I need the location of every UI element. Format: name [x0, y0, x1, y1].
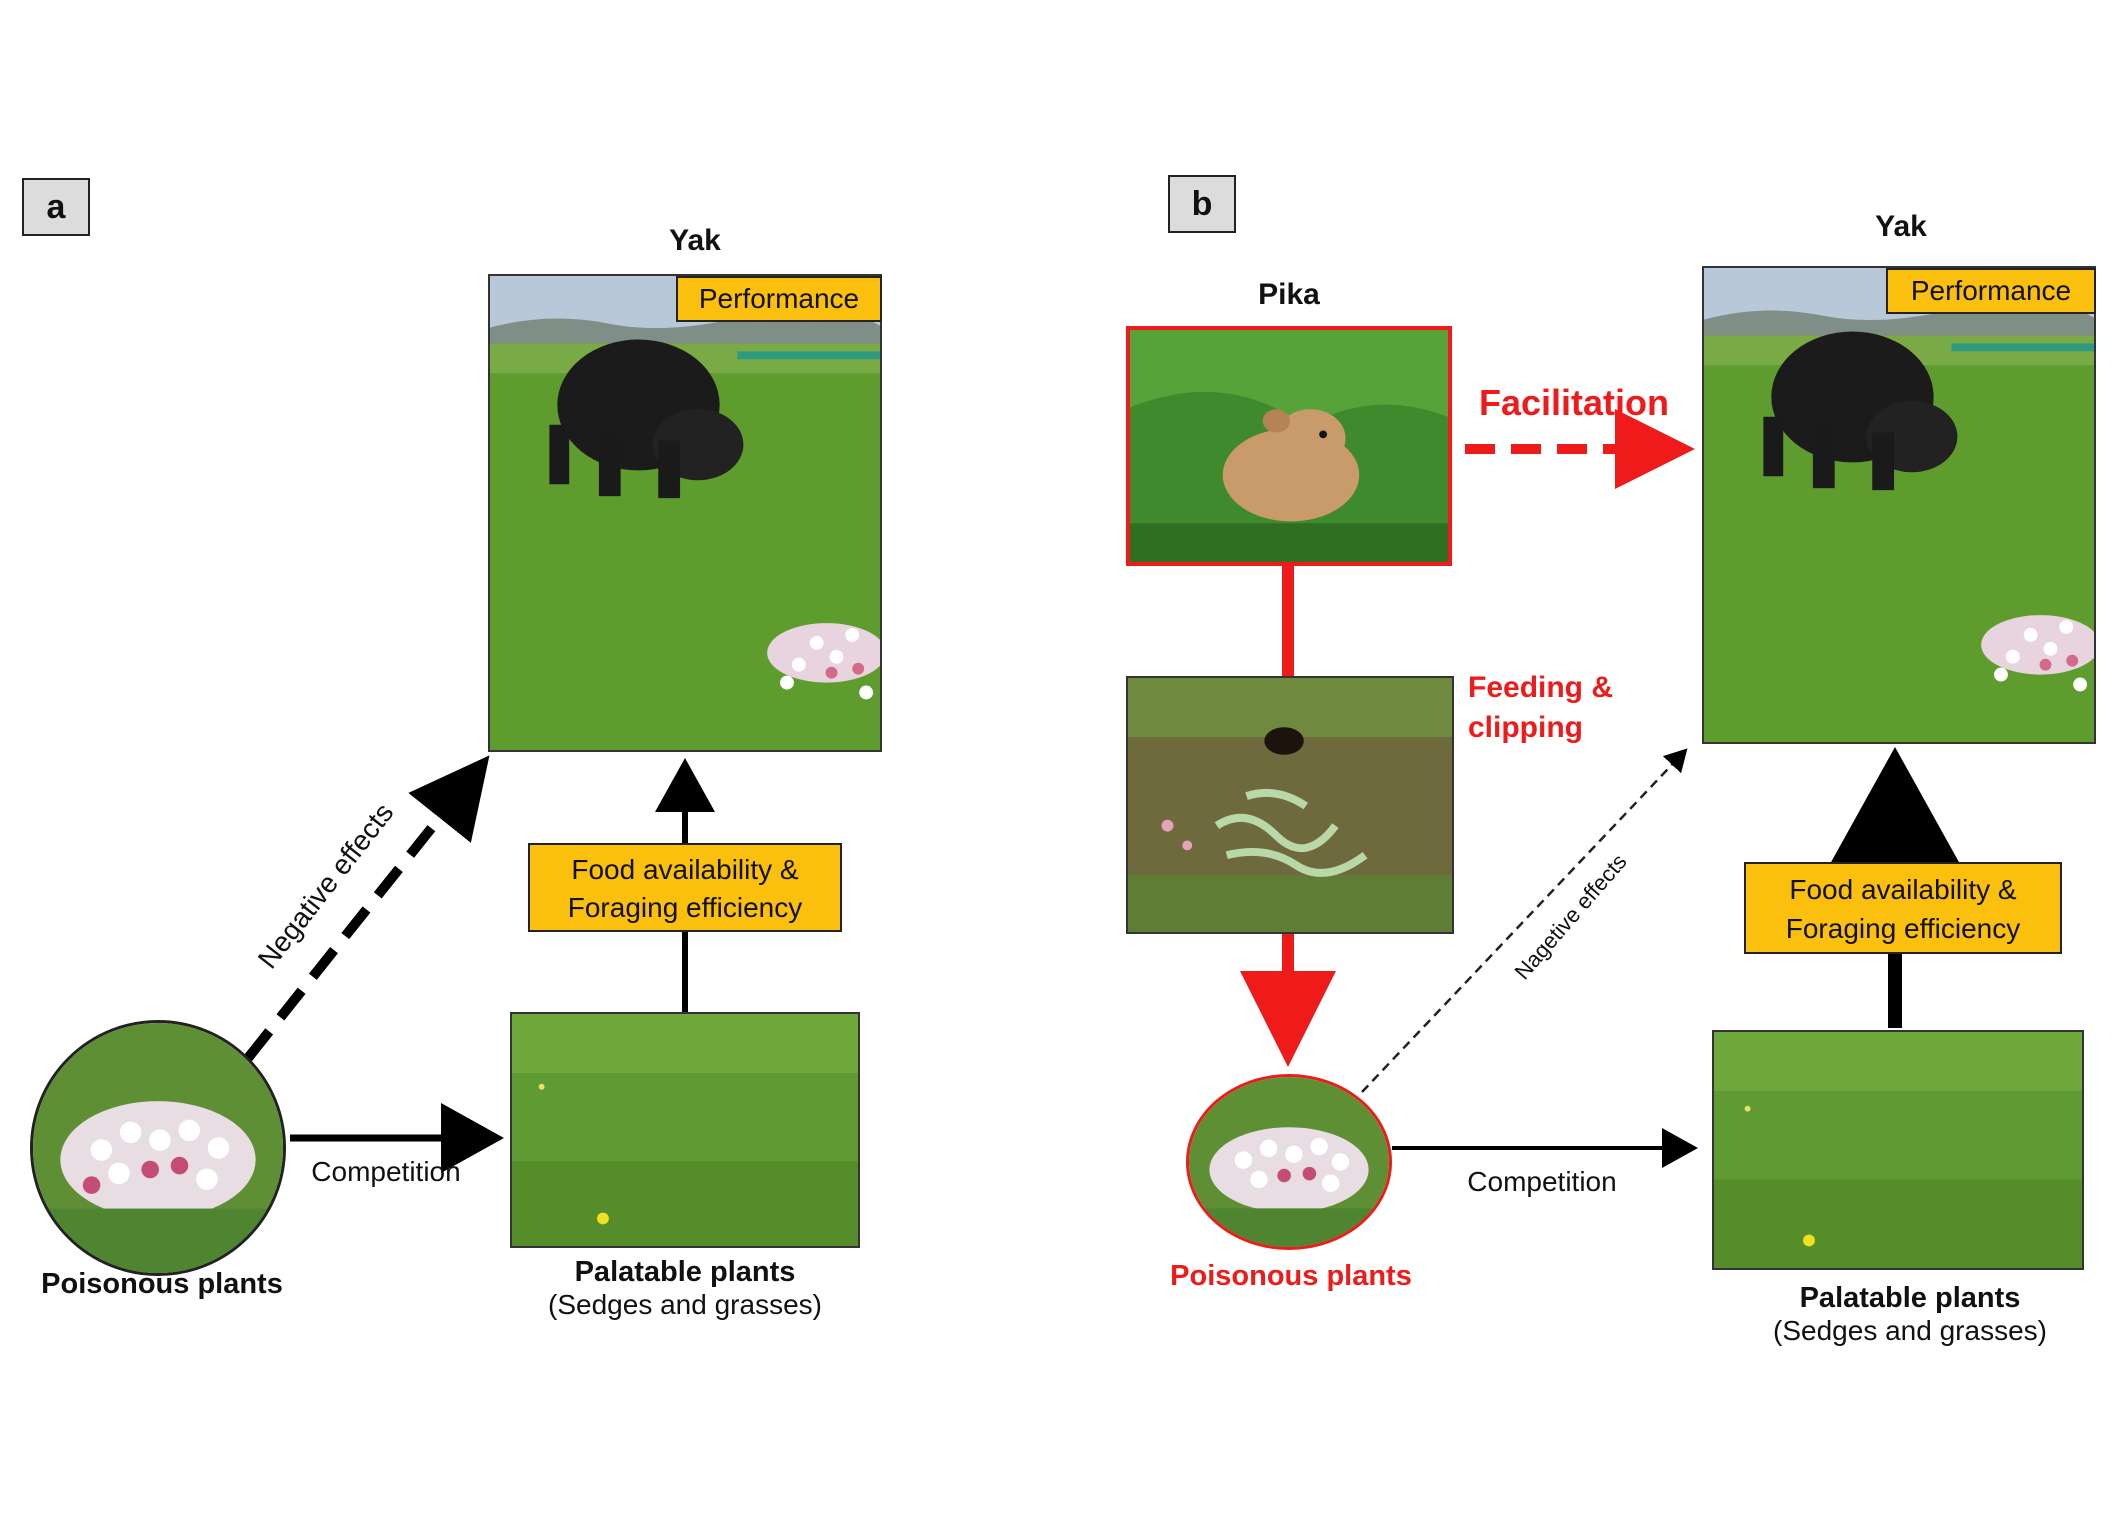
palatable-plants-sub-a: (Sedges and grasses): [548, 1289, 822, 1320]
pika-title-b: Pika: [1258, 278, 1320, 311]
competition-label-b: Competition: [1467, 1166, 1617, 1197]
palatable-plants-photo-a: [510, 1012, 860, 1248]
feeding-clipping-line1-b: Feeding &: [1468, 671, 1614, 704]
food-availability-line2-b: Foraging efficiency: [1785, 913, 2021, 944]
panel-label-a: a: [22, 178, 90, 236]
arrow-negative-effects-b: [1361, 748, 1688, 1093]
competition-label-a: Competition: [311, 1156, 461, 1187]
feeding-clipping-label-b: Feeding & clipping: [1468, 668, 1668, 748]
palatable-plants-photo-b: [1712, 1030, 2084, 1270]
food-availability-line2-a: Foraging efficiency: [567, 892, 803, 923]
poisonous-plants-label-a: Poisonous plants: [41, 1268, 283, 1300]
facilitation-label-b: Facilitation: [1478, 382, 1670, 423]
panel-label-b: b: [1168, 175, 1236, 233]
food-availability-box-b: Food availability & Foraging efficiency: [1744, 862, 2062, 954]
yak-title-a: Yak: [669, 224, 721, 257]
palatable-plants-label-a: Palatable plants: [574, 1256, 796, 1288]
pika-photo-b: [1126, 326, 1452, 566]
palatable-plants-sub-b: (Sedges and grasses): [1773, 1315, 2047, 1346]
performance-label-a: Performance: [676, 276, 882, 322]
poisonous-plants-photo-a: [30, 1020, 286, 1276]
arrow-negative-effects-a: [244, 755, 490, 1062]
performance-label-b: Performance: [1886, 268, 2096, 314]
yak-title-b: Yak: [1875, 210, 1927, 243]
yak-photo-a: [488, 274, 882, 752]
food-availability-line1-a: Food availability &: [571, 854, 799, 885]
food-availability-line1-b: Food availability &: [1789, 874, 2017, 905]
feeding-clipping-photo-b: [1126, 676, 1454, 934]
poisonous-plants-photo-b: [1186, 1074, 1392, 1250]
feeding-clipping-line2-b: clipping: [1468, 711, 1583, 744]
yak-photo-b: [1702, 266, 2096, 744]
palatable-plants-caption-b: Palatable plants (Sedges and grasses): [1712, 1282, 2108, 1347]
poisonous-plants-label-b: Poisonous plants: [1170, 1260, 1412, 1292]
palatable-plants-caption-a: Palatable plants (Sedges and grasses): [500, 1256, 870, 1321]
palatable-plants-label-b: Palatable plants: [1799, 1282, 2021, 1314]
food-availability-box-a: Food availability & Foraging efficiency: [528, 843, 842, 932]
